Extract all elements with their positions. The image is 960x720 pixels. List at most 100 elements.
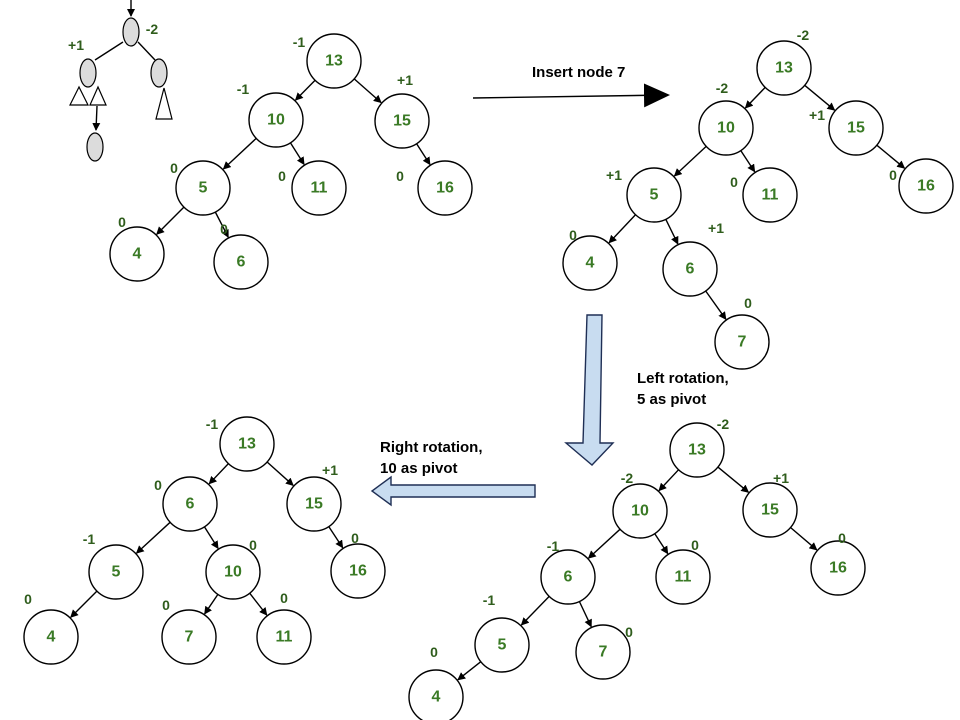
tree-edge xyxy=(804,84,836,111)
tree-edge xyxy=(608,214,637,244)
mini-inserted-node xyxy=(86,132,104,162)
tree-edge xyxy=(705,290,727,321)
node-value-label: 11 xyxy=(276,629,293,646)
node-circle xyxy=(575,624,631,680)
tree-edge xyxy=(328,526,344,549)
mini-root-node xyxy=(122,17,140,47)
tree-edge xyxy=(673,145,707,177)
node-value-label: 13 xyxy=(238,436,256,453)
left-rotation-caption-line2: 5 as pivot xyxy=(637,391,706,408)
tree-edge xyxy=(416,143,431,166)
node-value-label: 16 xyxy=(349,563,367,580)
balance-factor-label: 0 xyxy=(744,295,752,311)
mini-down-arrow xyxy=(92,105,101,131)
tree-edge xyxy=(744,86,766,109)
balance-factor-label: 0 xyxy=(691,537,699,553)
tree-node-10: 10 0 xyxy=(205,537,261,600)
tree-edge xyxy=(135,521,171,554)
node-circle xyxy=(330,543,386,599)
node-circle xyxy=(540,549,596,605)
mini-tree-illustration: -2 +1 xyxy=(68,0,173,162)
right-rotation-caption-line2: 10 as pivot xyxy=(380,460,458,477)
node-circle xyxy=(474,617,530,673)
balance-factor-label: -2 xyxy=(797,27,810,43)
node-value-label: 16 xyxy=(829,560,847,577)
node-circle xyxy=(662,241,718,297)
tree-node-6: 60 xyxy=(213,221,269,290)
node-circle xyxy=(714,314,770,370)
balance-factor-label: -2 xyxy=(717,416,730,432)
tree-node-5: 5-1 xyxy=(474,592,530,673)
mini-left-balance: +1 xyxy=(68,37,84,53)
balance-factor-label: -1 xyxy=(483,592,496,608)
balance-factor-label: 0 xyxy=(280,590,288,606)
node-circle xyxy=(828,100,884,156)
tree-node-16: 16 0 xyxy=(889,158,954,214)
node-circle xyxy=(669,422,725,478)
node-value-label: 5 xyxy=(112,564,121,581)
mini-right-node xyxy=(150,58,168,88)
node-value-label: 11 xyxy=(311,180,328,197)
tree-node-7: 70 xyxy=(161,597,217,665)
tree-node-6: 60 xyxy=(154,476,218,532)
tree-edge xyxy=(208,463,229,485)
node-circle xyxy=(898,158,954,214)
node-value-label: 11 xyxy=(675,569,692,586)
tree-edge xyxy=(204,594,219,615)
mini-root-balance: -2 xyxy=(146,21,159,37)
node-circle xyxy=(175,160,231,216)
tree-edge xyxy=(587,528,621,559)
node-value-label: 10 xyxy=(717,120,735,137)
node-value-label: 15 xyxy=(393,113,411,130)
balance-factor-label: 0 xyxy=(730,174,738,190)
tree-node-15: 15+1 xyxy=(809,100,884,156)
left-rotation-arrow xyxy=(564,314,615,466)
node-value-label: 4 xyxy=(586,255,595,272)
balance-factor-label: 0 xyxy=(396,168,404,184)
node-value-label: 16 xyxy=(917,178,935,195)
tree-node-10: 10-2 xyxy=(612,470,668,539)
tree-node-4: 40 xyxy=(23,591,79,665)
node-value-label: 7 xyxy=(185,629,194,646)
node-value-label: 11 xyxy=(762,187,779,204)
balance-factor-label: 0 xyxy=(625,624,633,640)
tree-node-11: 11 0 xyxy=(730,167,798,223)
mini-middle-subtree-triangle xyxy=(89,85,107,106)
node-value-label: 10 xyxy=(224,564,242,581)
tree-node-16: 16 0 xyxy=(396,160,473,216)
tree-edge xyxy=(876,144,906,169)
node-circle xyxy=(248,92,304,148)
balance-factor-label: 0 xyxy=(162,597,170,613)
tree-node-10: 10-1 xyxy=(237,81,304,148)
balance-factor-label: 0 xyxy=(154,477,162,493)
node-value-label: 5 xyxy=(199,180,208,197)
tree-node-13: 13 -1 xyxy=(206,416,275,472)
balance-factor-label: 0 xyxy=(249,537,257,553)
balance-factor-label: +1 xyxy=(322,462,338,478)
tree-node-5: 5+1 xyxy=(606,167,682,223)
balance-factor-label: 0 xyxy=(889,167,897,183)
right-rotation-caption-line1: Right rotation, xyxy=(380,439,482,456)
node-circle xyxy=(205,544,261,600)
tree-node-10: 10-2 xyxy=(698,80,754,156)
node-value-label: 6 xyxy=(564,569,573,586)
tree-node-4: 40 xyxy=(408,644,464,720)
node-circle xyxy=(408,669,464,720)
node-circle xyxy=(417,160,473,216)
node-value-label: 16 xyxy=(436,180,454,197)
node-circle xyxy=(286,476,342,532)
node-circle xyxy=(161,609,217,665)
node-value-label: 15 xyxy=(847,120,865,137)
node-circle xyxy=(256,609,312,665)
node-circle xyxy=(306,33,362,89)
balance-factor-label: 0 xyxy=(278,168,286,184)
tree-edge xyxy=(289,142,305,166)
balance-factor-label: 0 xyxy=(569,227,577,243)
tree-edge xyxy=(249,592,268,616)
tree-edge xyxy=(353,78,382,104)
balance-factor-label: -1 xyxy=(206,416,219,432)
node-circle xyxy=(219,416,275,472)
node-circle xyxy=(626,167,682,223)
